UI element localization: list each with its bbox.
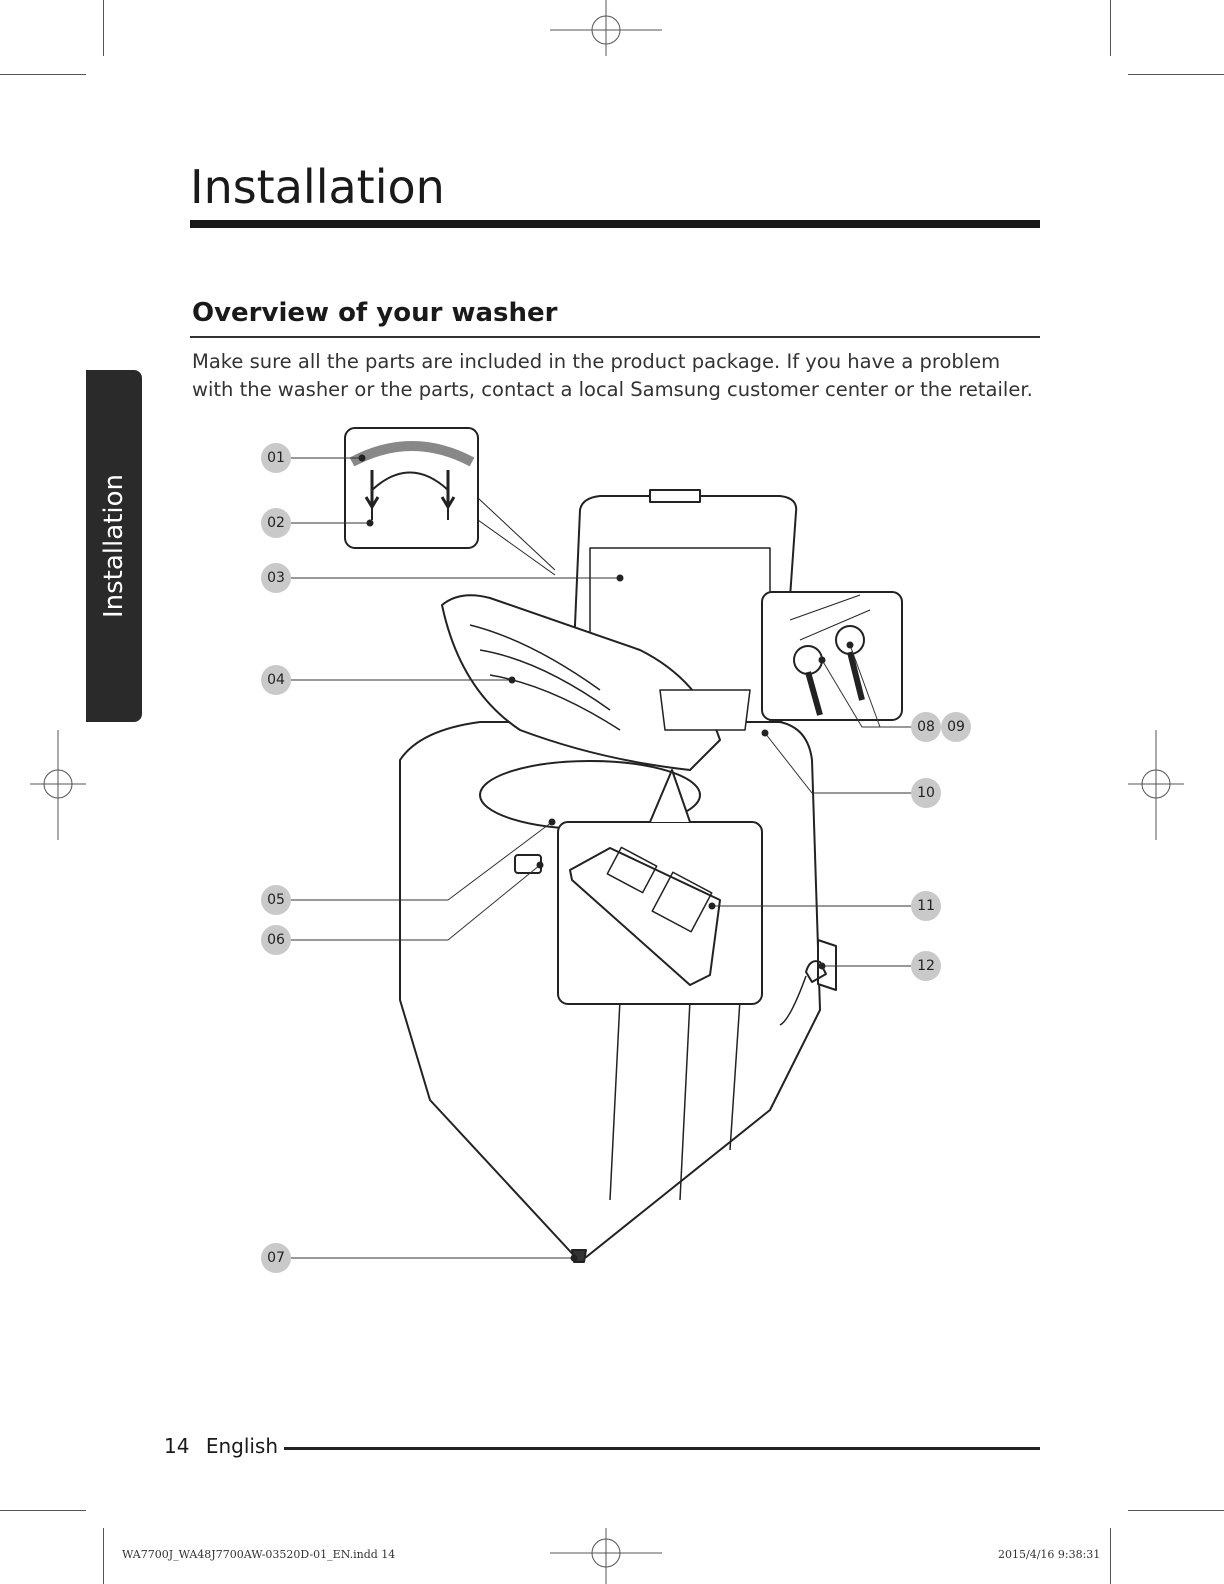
footer-language: English (205, 1434, 279, 1458)
print-file-info: WA7700J_WA48J7700AW-03520D-01_EN.indd 14 (122, 1548, 396, 1561)
callout-07: 07 (261, 1243, 291, 1273)
callout-01: 01 (261, 443, 291, 473)
footer-rule (284, 1447, 1040, 1450)
callout-11: 11 (911, 891, 941, 921)
outlet (817, 939, 837, 991)
crop-mark (1110, 0, 1111, 56)
inset-valves (761, 591, 903, 721)
callout-06: 06 (261, 925, 291, 955)
title-rule (190, 220, 1040, 228)
crop-mark (103, 1528, 104, 1584)
hose-icon (349, 441, 475, 467)
callout-09: 09 (941, 712, 971, 742)
inset-hose-bracket (344, 427, 479, 549)
crop-mark (0, 1510, 86, 1511)
page-title: Installation (190, 160, 445, 214)
callout-02: 02 (261, 508, 291, 538)
crop-mark (1128, 1510, 1224, 1511)
crop-mark (1110, 1528, 1111, 1584)
intro-text: Make sure all the parts are included in … (192, 350, 1033, 401)
side-tab: Installation (86, 370, 142, 722)
crop-mark (103, 0, 104, 56)
callout-05: 05 (261, 885, 291, 915)
section-title: Overview of your washer (192, 298, 558, 328)
page-footer: 14 English (164, 1434, 278, 1458)
inset-dispenser (557, 821, 763, 1005)
print-date-info: 2015/4/16 9:38:31 (998, 1548, 1101, 1561)
crop-mark (0, 74, 86, 75)
callout-10: 10 (911, 778, 941, 808)
callout-03: 03 (261, 563, 291, 593)
callout-08: 08 (911, 712, 941, 742)
crop-mark (1128, 74, 1224, 75)
bracket-icon (371, 471, 449, 520)
callout-04: 04 (261, 665, 291, 695)
section-rule (190, 336, 1040, 338)
page-number: 14 (164, 1434, 190, 1458)
callout-12: 12 (911, 951, 941, 981)
